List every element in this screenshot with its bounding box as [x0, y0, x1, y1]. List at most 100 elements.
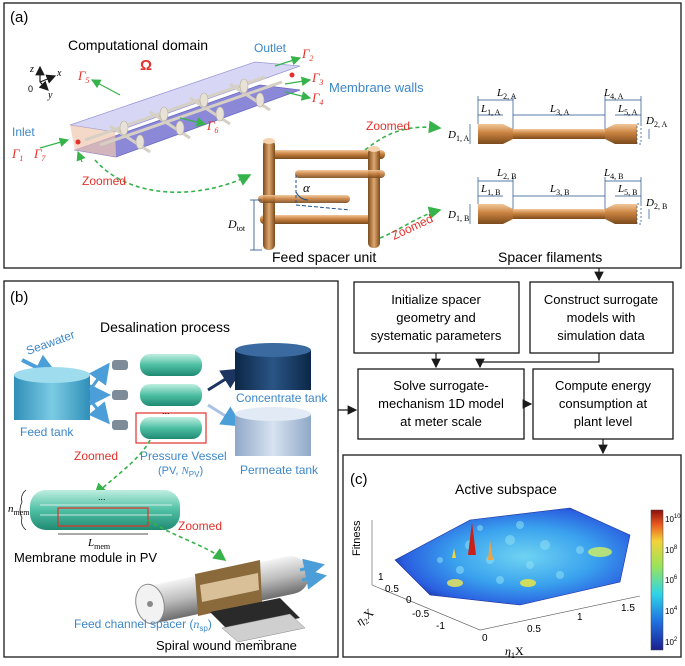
colorbar-tick-0: 1010	[665, 514, 681, 524]
colorbar-tick-3: 104	[665, 606, 678, 616]
d1a-label: D1, A	[447, 129, 470, 143]
computational-domain-label: Computational domain	[68, 37, 208, 53]
desalination-title: Desalination process	[100, 319, 230, 335]
colorbar	[650, 509, 664, 651]
initialize-line-3: systematic parameters	[371, 328, 502, 343]
pressure-vessels	[135, 354, 207, 444]
l2b-label: L2, B	[496, 167, 516, 181]
feed-tank	[14, 367, 90, 420]
solve-line-2: mechanism 1D model	[378, 396, 504, 411]
energy-line-1: Compute energy	[555, 378, 652, 393]
solve-line-1: Solve surrogate-	[393, 378, 488, 393]
inlet-label: Inlet	[12, 125, 35, 139]
membrane-module	[19, 489, 180, 535]
surrogate-line-1: Construct surrogate	[544, 292, 658, 307]
l2a-label: L2, A	[496, 87, 517, 101]
omega-symbol: Ω	[140, 57, 152, 74]
feed-spacer-unit	[250, 138, 385, 251]
spiral-wound-label: Spiral wound membrane	[156, 638, 297, 653]
zoomed-label-a1: Zoomed	[82, 174, 126, 188]
zoom-arrow-b2	[147, 519, 227, 561]
d2b-label: D2, B	[645, 197, 667, 211]
permeate-tank-label: Permeate tank	[240, 463, 319, 477]
permeate-arrow	[207, 403, 243, 427]
pv-detail-label: (PV, NPV)	[158, 465, 203, 479]
l3b-label: L3, B	[549, 183, 569, 197]
spiral-ellipsis: ...	[258, 633, 266, 643]
pv-ellipsis: ...	[162, 406, 170, 416]
zoomed-label-a3: Zoomed	[389, 211, 435, 242]
l5b-label: L5, B	[617, 183, 637, 197]
y-tick-0: 1	[378, 572, 384, 583]
permeate-tank	[235, 407, 311, 456]
surface-plot	[371, 507, 641, 631]
d-tot-label: Dtot	[227, 217, 246, 233]
membrane-walls-label: Membrane walls	[329, 80, 424, 95]
y-tick-1: 0.5	[385, 584, 399, 595]
colorbar-tick-4: 102	[665, 637, 678, 647]
x-tick-2: 1	[577, 612, 583, 623]
concentrate-tank	[235, 343, 311, 390]
l-mem-label: Lmem	[87, 537, 111, 551]
feed-channel-spacer-label: Feed channel spacer (nsp)	[74, 617, 212, 633]
axis-origin-label: 0	[28, 84, 33, 94]
spacer-filament-a	[469, 96, 650, 145]
panel-a-frame	[3, 2, 682, 269]
gamma-2-label: Γ2	[301, 46, 313, 63]
x-tick-0: 0	[482, 633, 488, 644]
axis-y-label: y	[47, 90, 53, 101]
y-tick-3: -0.5	[412, 609, 430, 620]
x-axis-label: η1X	[505, 644, 524, 660]
outlet-label: Outlet	[254, 41, 287, 55]
initialize-line-2: geometry and	[396, 310, 476, 325]
l3a-label: L3, A	[549, 103, 570, 117]
panel-a-label: (a)	[10, 9, 28, 26]
membrane-module-label: Membrane module in PV	[14, 550, 157, 565]
seawater-label: Seawater	[24, 327, 76, 357]
y-tick-2: 0	[406, 595, 412, 606]
y-axis-label: η2X	[353, 605, 378, 629]
x-tick-3: 1.5	[621, 603, 635, 614]
zoom-arrow-1	[94, 159, 252, 193]
l4a-label: L4, A	[603, 87, 624, 101]
initialize-line-1: Initialize spacer	[391, 292, 481, 307]
axis-x-label: x	[56, 68, 62, 79]
gamma-1-label: Γ1	[11, 146, 23, 163]
panel-c-frame	[342, 454, 682, 658]
initialize-box	[353, 281, 520, 354]
surrogate-box	[529, 281, 674, 354]
module-ellipsis: ...	[98, 492, 106, 502]
boundary-arrows	[39, 55, 312, 163]
colorbar-tick-1: 108	[665, 545, 678, 555]
concentrate-arrow	[207, 368, 243, 392]
colorbar-tick-2: 106	[665, 575, 678, 585]
gamma-5-label: Γ5	[77, 68, 89, 85]
coordinate-axes: z x y 0	[28, 64, 62, 101]
l1b-label: L1, B	[480, 183, 500, 197]
gamma-6-label: Γ6	[206, 118, 218, 135]
pressure-vessel-label: Pressure Vessel	[140, 449, 227, 463]
alpha-label: α	[303, 180, 311, 195]
concentrate-tank-label: Concentrate tank	[236, 391, 328, 405]
l4b-label: L4, B	[603, 167, 623, 181]
surrogate-line-2: models with	[567, 310, 636, 325]
solve-line-3: at meter scale	[400, 414, 482, 429]
energy-line-2: consumption at	[559, 396, 648, 411]
x-tick-1: 0.5	[527, 624, 541, 635]
pumps	[112, 360, 128, 430]
surrogate-line-3: simulation data	[557, 328, 645, 343]
n-mem-label: nmem	[8, 503, 30, 517]
panel-c-label: (c)	[350, 471, 368, 488]
d1b-label: D1, B	[447, 209, 469, 223]
spacer-filament-b	[469, 177, 650, 225]
panel-b-frame	[3, 280, 339, 658]
feed-tank-label: Feed tank	[20, 425, 74, 439]
spacer-filaments-label: Spacer filaments	[498, 249, 602, 265]
axis-z-label: z	[29, 64, 34, 75]
flow-arrow-surrogate-to-solve	[475, 353, 600, 369]
zoomed-label-b1: Zoomed	[74, 449, 118, 463]
y-tick-4: -1	[436, 621, 445, 632]
panel-b-label: (b)	[10, 289, 28, 306]
l1a-label: L1, A	[480, 103, 501, 117]
